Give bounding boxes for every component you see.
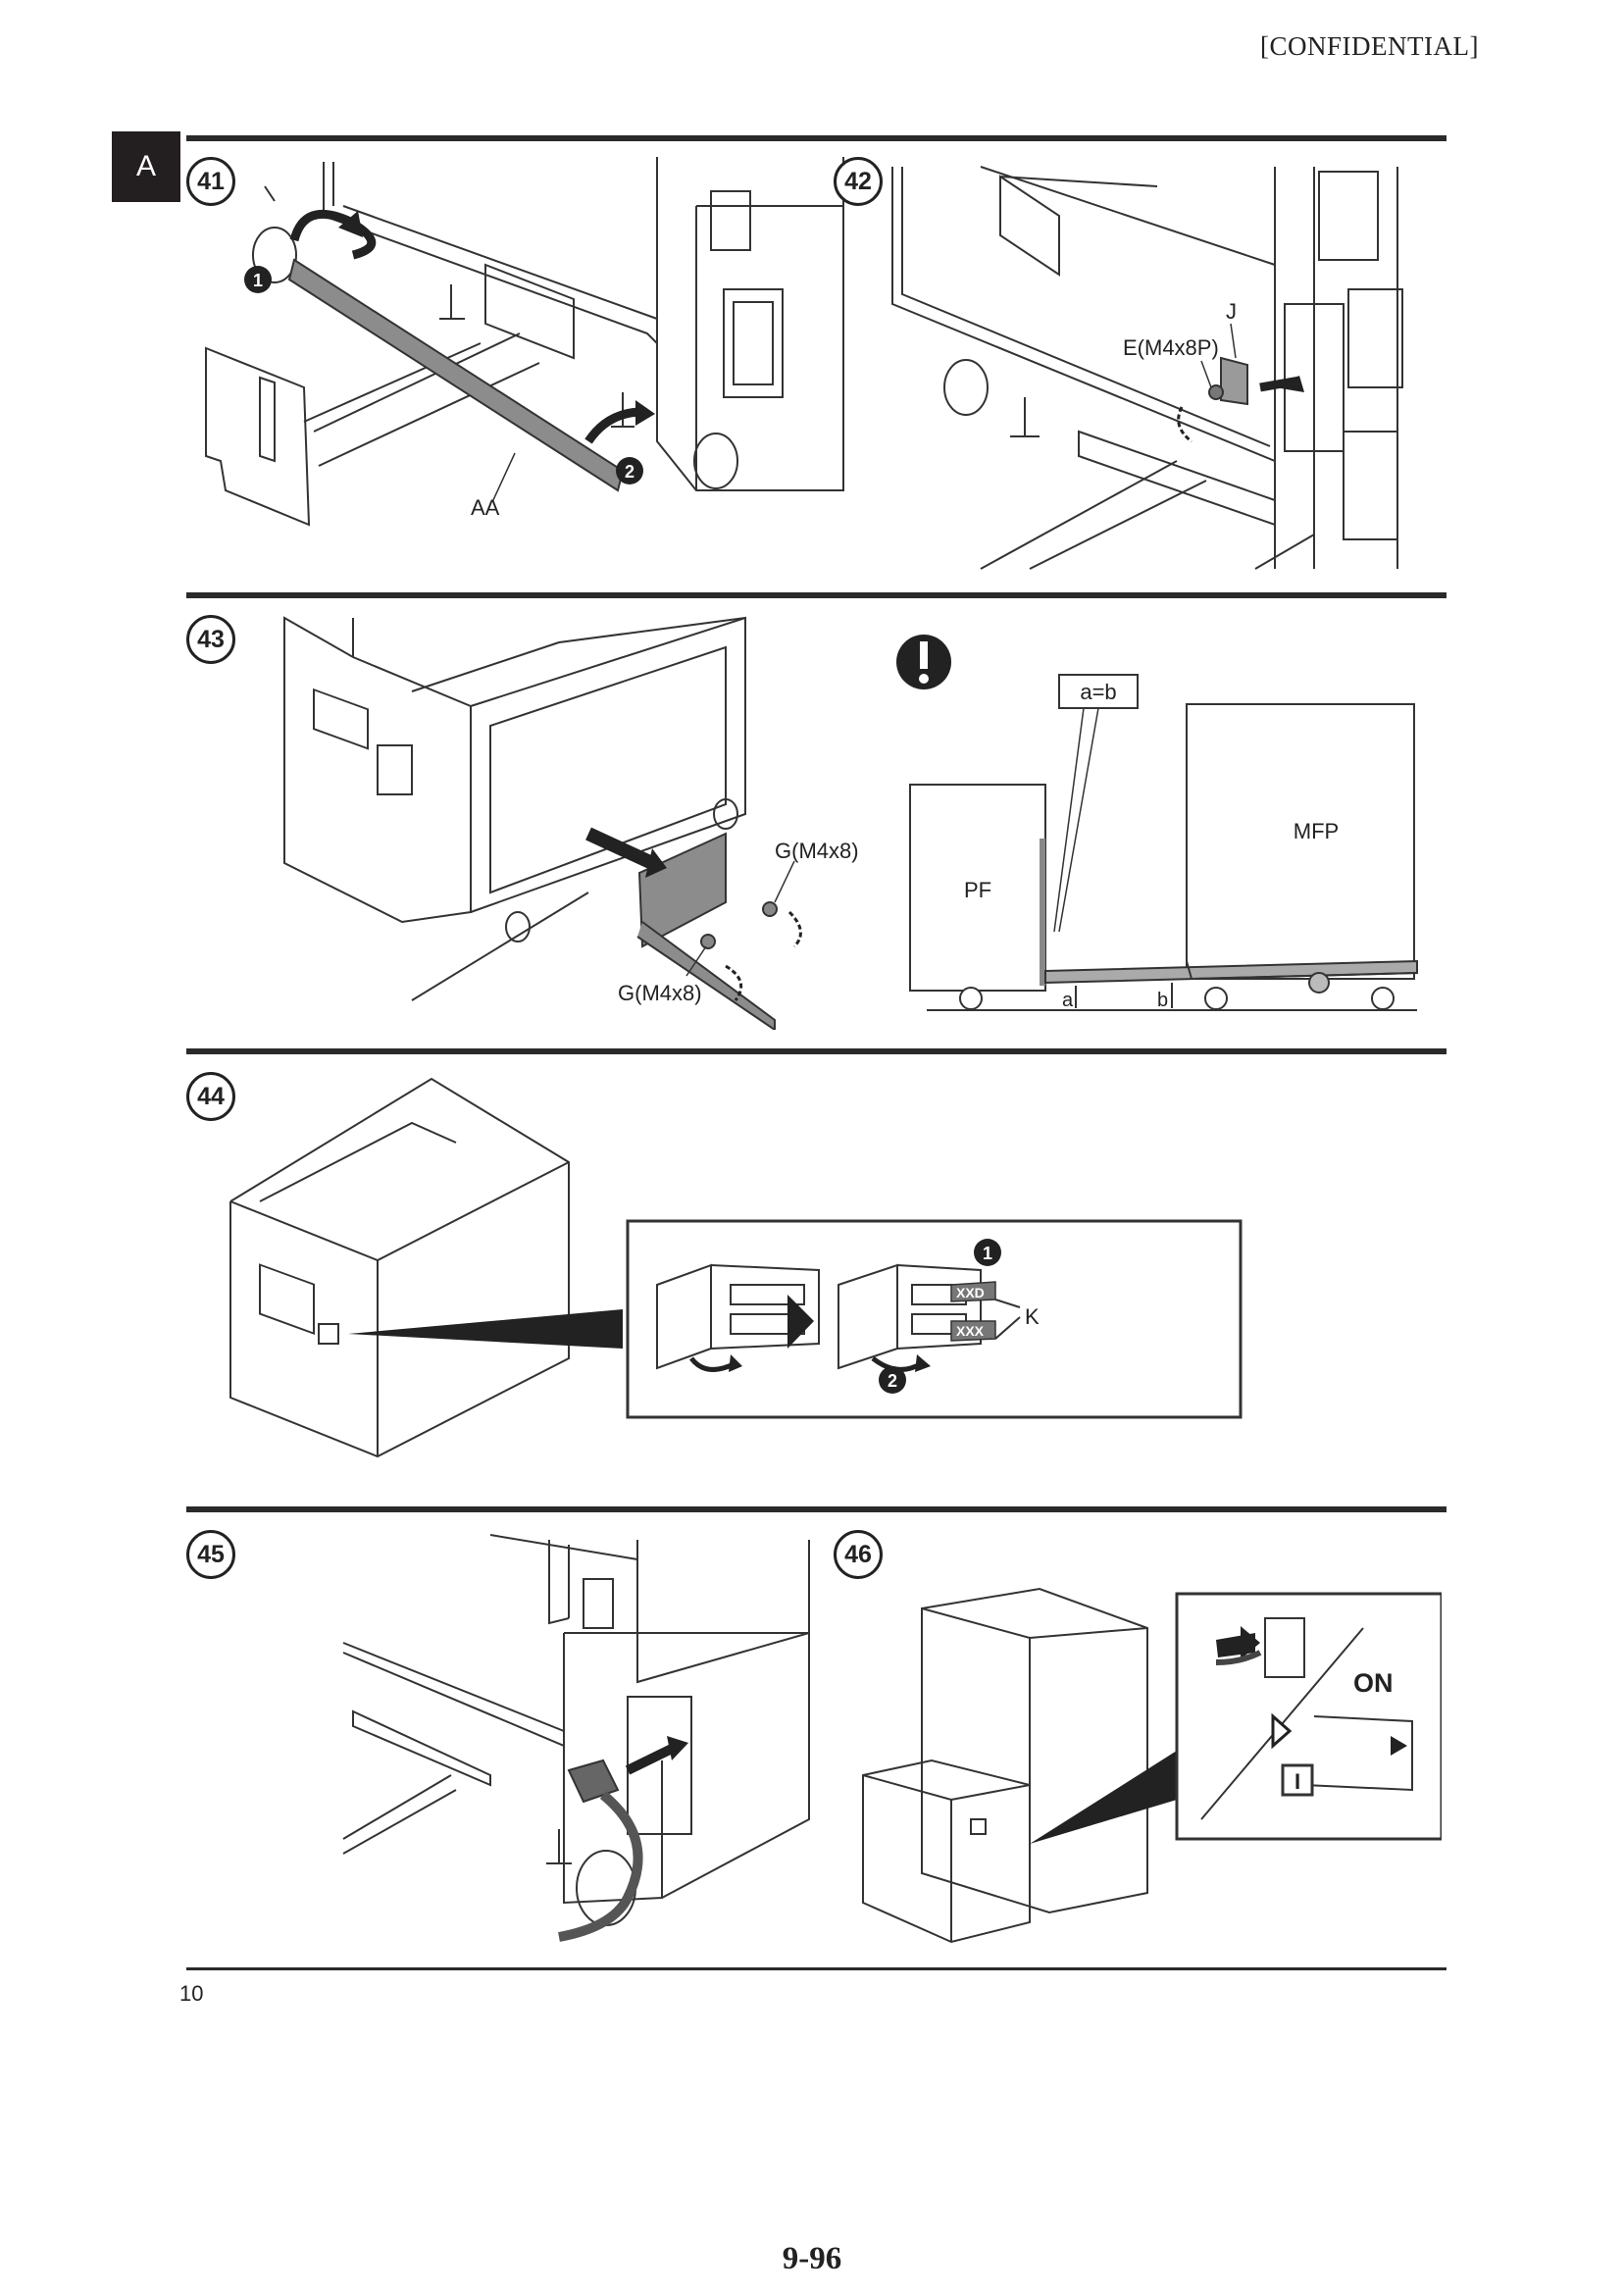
step-46-illustration: I ON (862, 1587, 1442, 1944)
step-44-detail-box (626, 1219, 1243, 1419)
section-rule-1 (186, 135, 1446, 141)
label-on: ON (1353, 1668, 1394, 1698)
label-g-screw-bottom: G(M4x8) (618, 981, 702, 1005)
label-a-equals-b: a=b (1080, 680, 1116, 704)
step-number-42: 42 (834, 157, 883, 206)
step-41-callout-1: 1 (253, 271, 263, 290)
section-rule-4 (186, 1506, 1446, 1512)
step-42-illustration: J E(M4x8P) (891, 166, 1403, 570)
label-e-screw: E(M4x8P) (1123, 335, 1219, 360)
label-b: b (1157, 990, 1168, 1011)
step-number-44: 44 (186, 1072, 235, 1121)
tag-1: XXD (956, 1285, 985, 1300)
sub-page-number: 10 (179, 1981, 204, 2006)
label-j: J (1226, 299, 1237, 324)
step-number-43: 43 (186, 615, 235, 664)
section-tab: A (112, 131, 180, 202)
power-switch-icon: I (1294, 1769, 1300, 1794)
tag-2: XXX (956, 1323, 985, 1339)
step-number-45: 45 (186, 1530, 235, 1579)
page-number: 9-96 (782, 2241, 842, 2276)
step-46-detail-box (1175, 1592, 1442, 1841)
confidential-mark: [CONFIDENTIAL] (1260, 31, 1479, 61)
label-aa: AA (471, 495, 500, 520)
step-number-41: 41 (186, 157, 235, 206)
label-pf: PF (964, 878, 991, 902)
section-rule-bottom (186, 1967, 1446, 1970)
step-44-callout-2: 2 (888, 1371, 897, 1391)
label-k: K (1025, 1304, 1040, 1329)
step-44-callout-1: 1 (983, 1244, 992, 1263)
step-number-46: 46 (834, 1530, 883, 1579)
alignment-caution-diagram: a=b PF MFP a b (896, 635, 1418, 1011)
step-41-illustration: 1 2 AA (205, 157, 844, 527)
section-rule-2 (186, 592, 1446, 598)
section-rule-3 (186, 1048, 1446, 1054)
step-45-illustration (342, 1534, 810, 1942)
label-a: a (1062, 990, 1074, 1011)
step-41-callout-2: 2 (625, 462, 634, 482)
step-44-illustration: XXD XXX 1 2 K (229, 1077, 1243, 1458)
label-g-screw-top: G(M4x8) (775, 839, 859, 863)
label-mfp: MFP (1294, 819, 1339, 843)
step-43-illustration: G(M4x8) G(M4x8) (283, 616, 859, 1030)
